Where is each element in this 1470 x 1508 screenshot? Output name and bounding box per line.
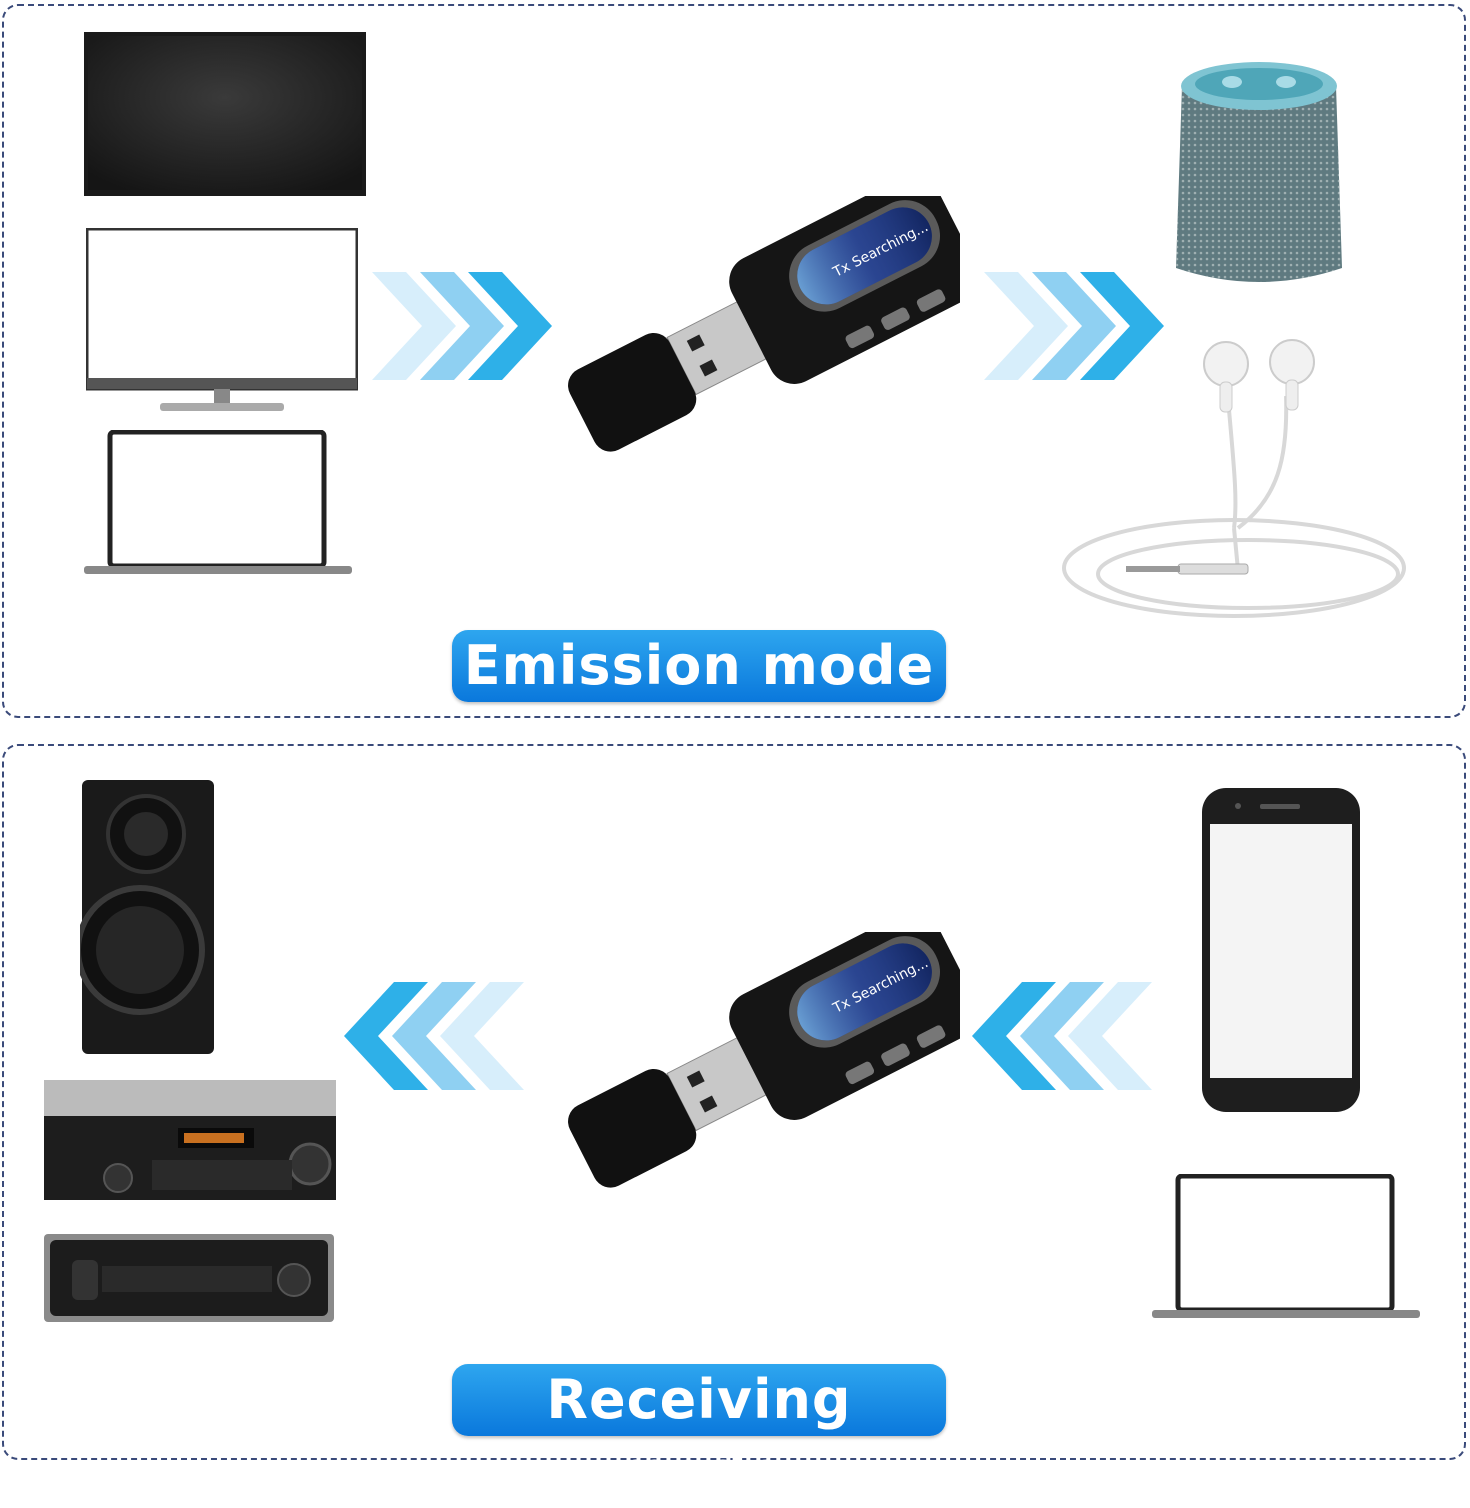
smart-speaker-icon [1176, 62, 1342, 282]
av-receiver-icon [44, 1080, 336, 1200]
wired-earphones-icon [1062, 339, 1406, 618]
smartphone-icon [1202, 788, 1360, 1112]
receiving-mode-label: Receiving mode [452, 1364, 946, 1503]
bookshelf-speaker-icon [80, 780, 214, 1054]
arrow-right-icon [372, 272, 552, 380]
usb-dongle-icon: Tx Searching... [568, 196, 960, 452]
receiving-panel [2, 744, 1466, 1460]
arrow-left-icon [344, 982, 524, 1090]
car-stereo-icon [44, 1234, 334, 1322]
laptop-icon [1152, 1174, 1420, 1318]
arrow-left-icon [972, 982, 1152, 1090]
emission-mode-label: Emission mode [452, 630, 946, 702]
tv-icon [84, 32, 366, 196]
monitor-icon [86, 228, 358, 411]
laptop-icon [84, 430, 352, 574]
arrow-right-icon [984, 272, 1164, 380]
usb-dongle-icon: Tx Searching... [568, 932, 960, 1188]
emission-panel [2, 4, 1466, 718]
